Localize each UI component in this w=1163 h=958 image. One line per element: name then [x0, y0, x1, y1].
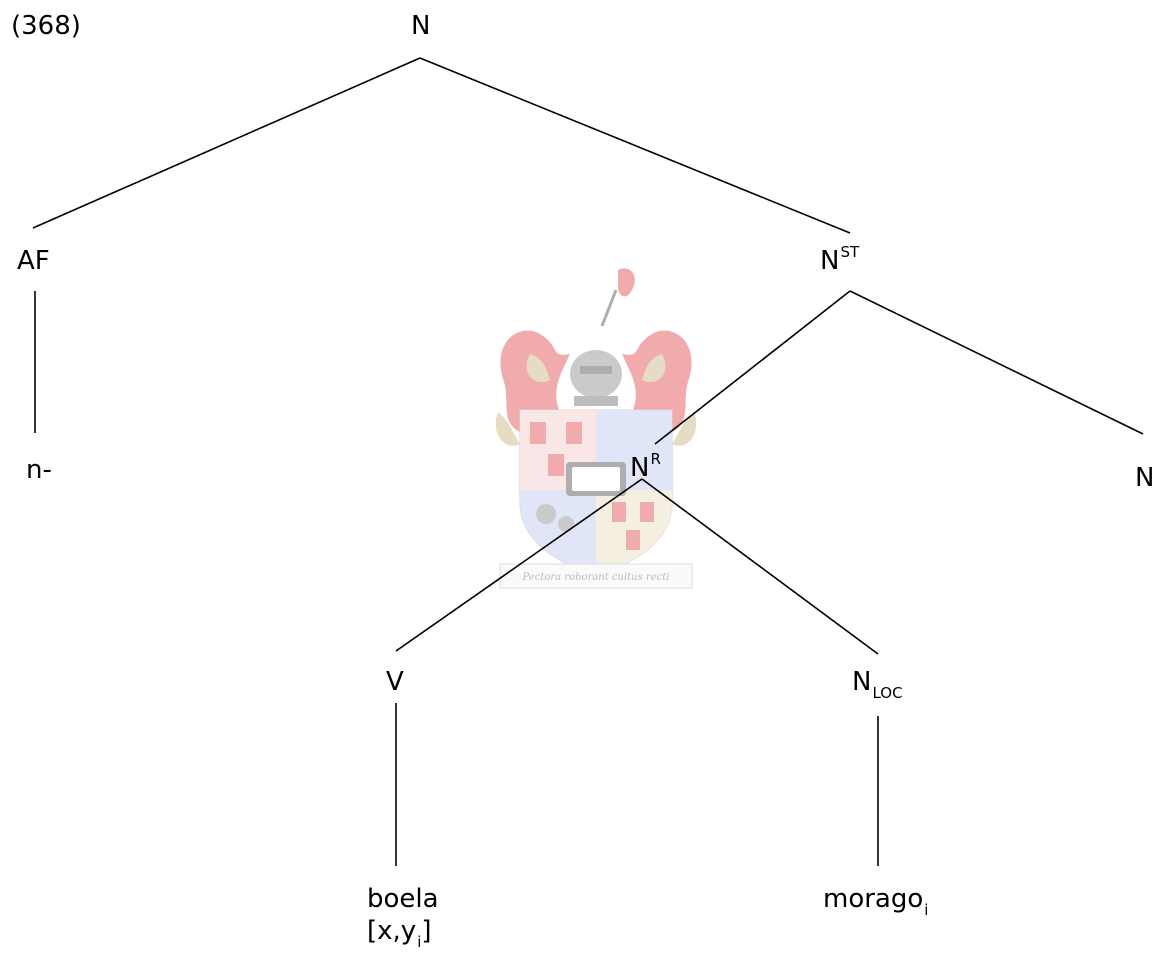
edge-root-nst [419, 57, 851, 234]
node-n-r: NR [630, 450, 661, 483]
mantling-right-lower-icon [672, 412, 697, 446]
edge-nst-nright [849, 290, 1144, 435]
mantling-right-gold-icon [642, 354, 666, 383]
node-v: V [386, 667, 404, 697]
edge-nr-v [395, 478, 643, 652]
example-number: (368) [11, 11, 81, 41]
subscript-i: i [417, 933, 422, 951]
node-verb-args: [x,yi] [367, 916, 432, 951]
shield-quarter-gold [596, 490, 672, 578]
node-n-loc: NLOC [852, 667, 903, 702]
torch-flame-icon [617, 268, 635, 297]
sheaf-icon [536, 504, 556, 524]
helmet-icon [570, 350, 622, 398]
node-affix: n- [26, 455, 52, 485]
node-n-right: N [1135, 463, 1155, 493]
helmet-base [574, 396, 618, 406]
node-root-n: N [411, 11, 431, 41]
mantling-left-icon [500, 330, 570, 432]
subscript-i: i [924, 901, 929, 919]
shield-quarter-red [520, 410, 596, 490]
shield-quarter-blue [596, 410, 672, 490]
node-loc-word: moragoi [823, 884, 929, 919]
torch-handle [600, 289, 618, 327]
university-crest-watermark: Pectora roborant cultus recti [495, 268, 697, 589]
mantling-right-icon [622, 330, 692, 432]
tower-icon [626, 530, 640, 550]
superscript-st: ST [840, 243, 860, 261]
mantling-left-lower-icon [495, 412, 520, 446]
node-verb-boela: boela [367, 884, 439, 914]
superscript-r: R [650, 450, 661, 468]
book-icon [566, 462, 626, 496]
node-af: AF [17, 246, 50, 276]
shield-icon [519, 409, 673, 579]
tower-icon [612, 502, 626, 522]
edge-root-af [32, 57, 421, 229]
shield-quarter-blue-lower [520, 490, 596, 578]
helmet-visor [580, 366, 612, 374]
tower-icon [548, 454, 564, 476]
tower-icon [640, 502, 654, 522]
sheaf-icon [558, 516, 574, 532]
subscript-loc: LOC [872, 684, 903, 702]
tower-icon [566, 422, 582, 444]
edge-nst-nr [654, 290, 851, 445]
edge-nr-nloc [641, 478, 879, 655]
node-n-st: NST [820, 243, 860, 276]
book-pages [572, 467, 620, 491]
motto-scroll [499, 563, 693, 589]
mantling-left-gold-icon [526, 354, 550, 383]
tower-icon [530, 422, 546, 444]
motto-text: Pectora roborant cultus recti [522, 572, 670, 583]
